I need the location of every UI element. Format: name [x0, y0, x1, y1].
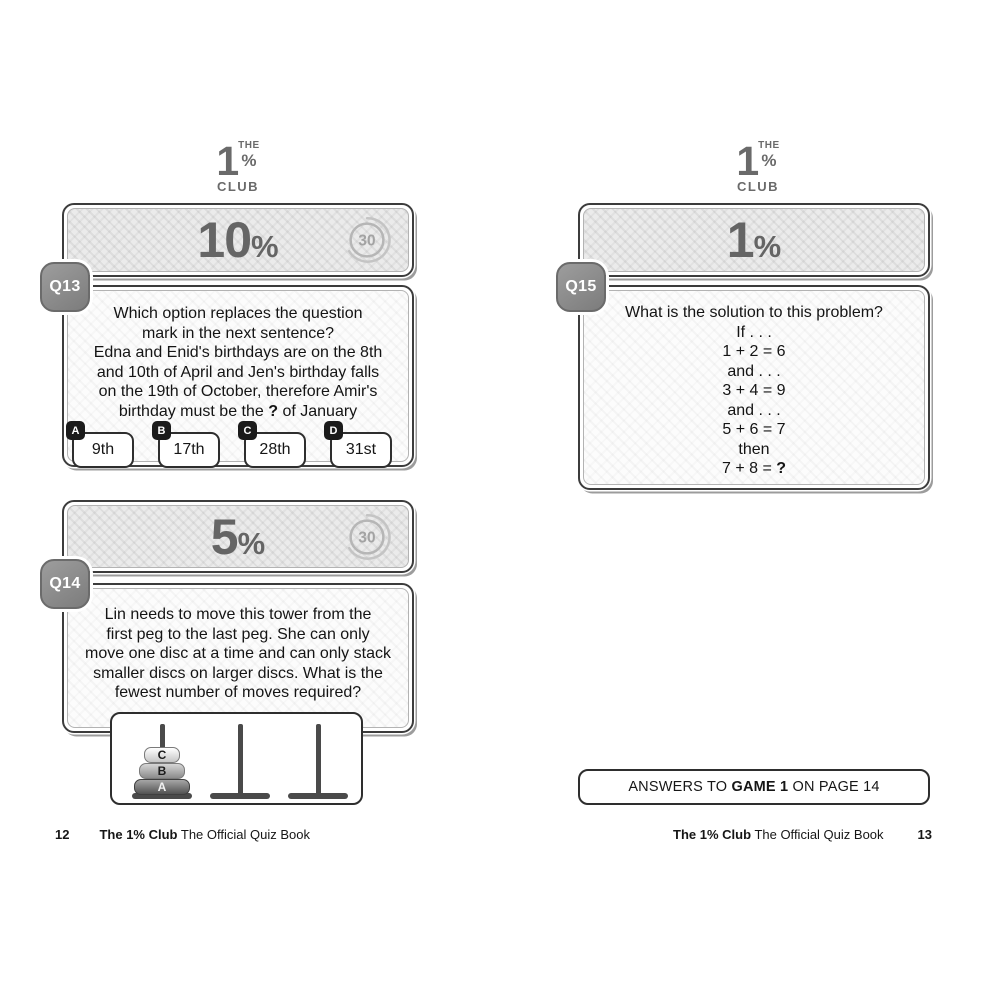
- option-a: A 9th: [66, 421, 134, 468]
- logo-club: CLUB: [216, 179, 260, 194]
- logo-numeral: 1: [216, 138, 239, 184]
- option-b: B 17th: [152, 421, 220, 468]
- tower-of-hanoi-illustration: C B A: [110, 712, 363, 805]
- disc-c: C: [144, 747, 180, 763]
- timer-icon: 30: [347, 513, 391, 560]
- timer-icon: 30: [347, 217, 391, 263]
- option-b-label: 17th: [173, 441, 205, 458]
- disc-b: B: [139, 763, 185, 779]
- footer-right: The 1% Club The Official Quiz Book 13: [673, 826, 932, 842]
- q14-percent-banner: 5% 30: [62, 500, 414, 573]
- question-badge-q14: Q14: [40, 559, 90, 609]
- q15-question-text: What is the solution to this problem? If…: [625, 304, 883, 477]
- peg-2-pole: [237, 724, 243, 796]
- q13-label: Q13: [49, 278, 81, 295]
- option-d: D 31st: [324, 421, 392, 468]
- question-mark-placeholder: ?: [268, 402, 279, 420]
- logo-the: THE: [238, 140, 260, 151]
- q14-label: Q14: [49, 575, 81, 592]
- book-title-footer: The 1% Club The Official Quiz Book: [99, 826, 310, 842]
- peg-1-base: [132, 793, 192, 799]
- q13-question-text: Which option replaces the question mark …: [93, 305, 383, 420]
- page-number-right: 13: [917, 826, 932, 842]
- logo-numeral: 1: [736, 138, 759, 184]
- book-title-footer: The 1% Club The Official Quiz Book: [673, 826, 884, 842]
- peg-2-base: [210, 793, 270, 799]
- logo-club: CLUB: [736, 179, 780, 194]
- option-a-label: 9th: [91, 441, 115, 458]
- q15-label: Q15: [565, 278, 597, 295]
- q13-percent-banner: 10% 30: [62, 203, 414, 277]
- option-d-label: 31st: [345, 441, 377, 458]
- q13-percent-value: 10%: [197, 212, 279, 268]
- game-reference: GAME 1: [731, 779, 789, 795]
- option-c-letter-badge: C: [238, 421, 257, 440]
- one-percent-club-logo: 1 THE % CLUB: [726, 138, 790, 194]
- disc-a: A: [134, 779, 190, 795]
- question-mark-placeholder: ?: [776, 460, 787, 477]
- option-d-letter-badge: D: [324, 421, 343, 440]
- option-c-label: 28th: [259, 441, 291, 458]
- timer-seconds: 30: [358, 232, 375, 249]
- timer-seconds: 30: [358, 529, 375, 546]
- answers-note-box: ANSWERS TO GAME 1 ON PAGE 14: [578, 769, 930, 805]
- one-percent-club-logo: 1 THE % CLUB: [206, 138, 270, 194]
- peg-3-pole: [315, 724, 321, 796]
- logo-percent: %: [241, 151, 257, 170]
- page-number-left: 12: [55, 826, 70, 842]
- footer-left: 12 The 1% Club The Official Quiz Book: [55, 826, 310, 842]
- q14-percent-value: 5%: [210, 508, 266, 565]
- logo-the: THE: [758, 140, 780, 151]
- option-c: C 28th: [238, 421, 306, 468]
- peg-3-base: [288, 793, 348, 799]
- question-badge-q13: Q13: [40, 262, 90, 312]
- q14-question-card: Lin needs to move this tower from the fi…: [62, 583, 414, 733]
- q15-question-card: What is the solution to this problem? If…: [578, 285, 930, 490]
- option-b-letter-badge: B: [152, 421, 171, 440]
- option-a-letter-badge: A: [66, 421, 85, 440]
- q15-percent-value: 1%: [726, 212, 782, 268]
- logo-percent: %: [761, 151, 777, 170]
- question-badge-q15: Q15: [556, 262, 606, 312]
- q14-question-text: Lin needs to move this tower from the fi…: [85, 606, 391, 701]
- q15-percent-banner: 1%: [578, 203, 930, 277]
